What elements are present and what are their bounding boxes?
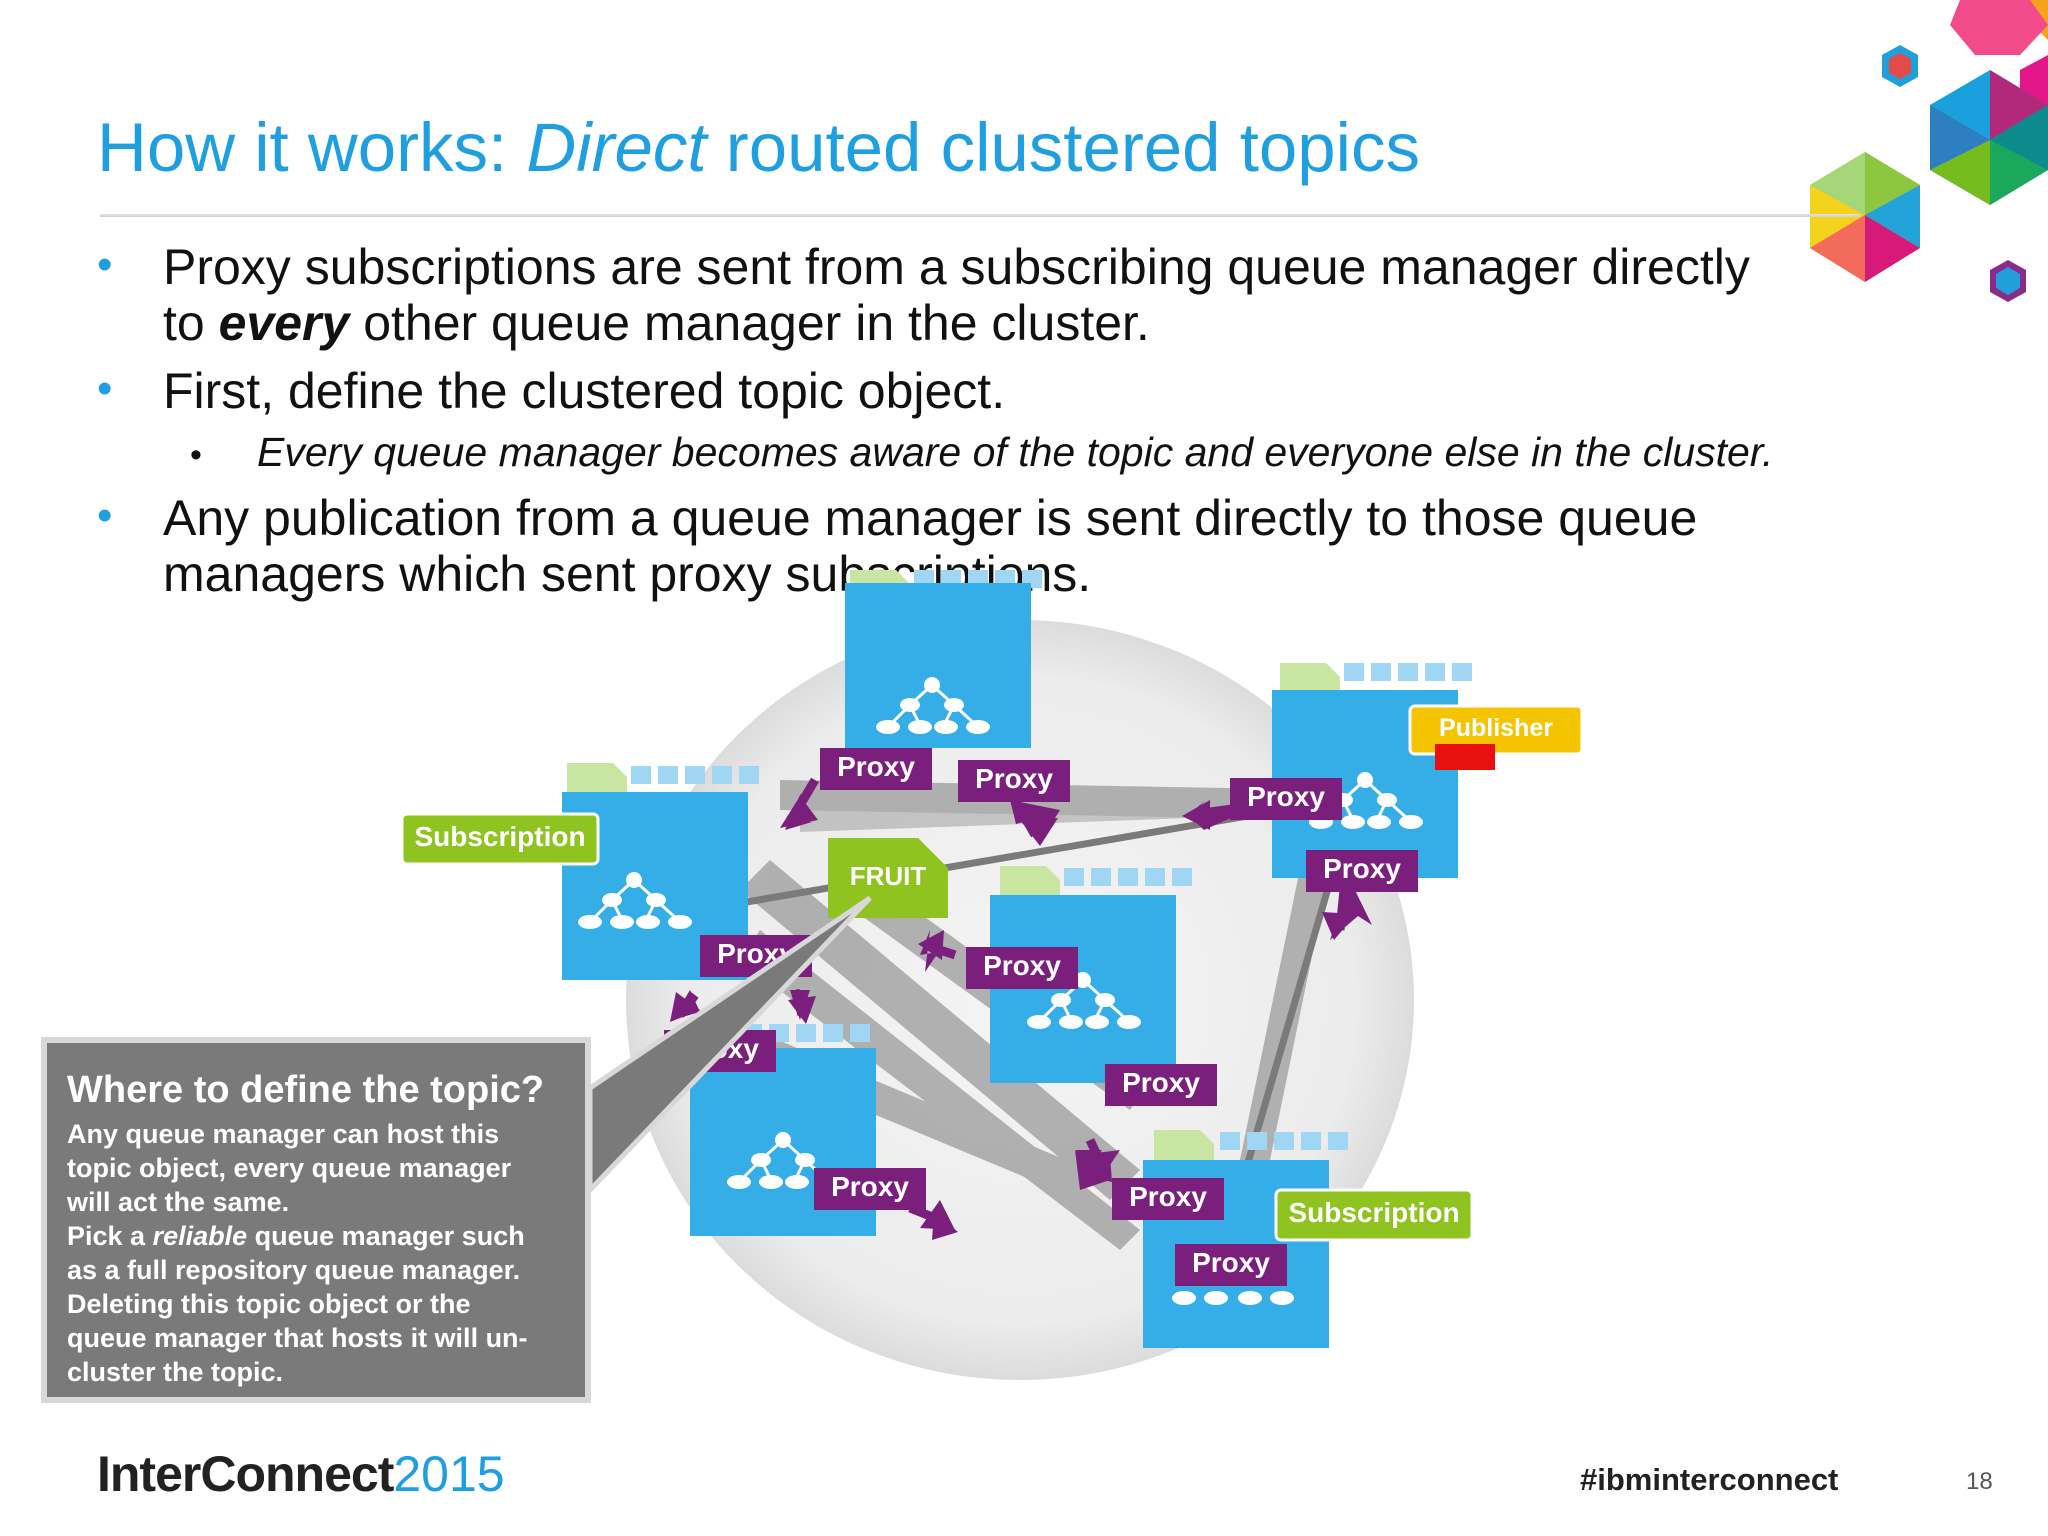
topic-label: FRUIT <box>850 861 927 891</box>
subscription-label: Subscription <box>414 821 585 852</box>
publication-message <box>1435 744 1495 770</box>
proxy-badge <box>1112 1178 1224 1220</box>
callout-line: Any queue manager can host this <box>67 1119 500 1149</box>
proxy-label: Proxy <box>1323 853 1401 884</box>
subscription-badge <box>1274 1188 1474 1242</box>
page-number: 18 <box>1966 1468 1993 1495</box>
callout-line: queue manager that hosts it will un- <box>67 1323 528 1353</box>
subscription-badge <box>400 812 600 866</box>
proxy-label: Proxy <box>975 763 1053 794</box>
proxy-badge <box>1306 850 1418 892</box>
proxy-label: Proxy <box>831 1171 909 1202</box>
bullet-3-line-1: Any publication from a queue manager is … <box>163 490 1698 546</box>
bullet-marker: • <box>190 436 202 474</box>
proxy-badge <box>1105 1064 1217 1106</box>
hashtag: #ibminterconnect <box>1580 1462 1839 1497</box>
bullet-marker: • <box>97 364 113 413</box>
bullet-1-line-2: to every other queue manager in the clus… <box>163 295 1150 351</box>
proxy-badge <box>814 1168 926 1210</box>
proxy-badge <box>958 760 1070 802</box>
proxy-label: Proxy <box>983 950 1061 981</box>
callout-line: topic object, every queue manager <box>67 1153 512 1183</box>
queue-manager-top <box>845 570 1042 748</box>
callout-line: Pick a reliable queue manager such <box>67 1221 525 1251</box>
proxy-label: Proxy <box>1192 1247 1270 1278</box>
proxy-badge <box>820 748 932 790</box>
proxy-label: Proxy <box>1122 1067 1200 1098</box>
bullet-1-line-1: Proxy subscriptions are sent from a subs… <box>163 239 1750 295</box>
callout-line: will act the same. <box>67 1187 290 1217</box>
callout-body: Any queue manager can host this topic ob… <box>67 1117 587 1389</box>
publisher-badge <box>1408 704 1584 756</box>
callout-title: Where to define the topic? <box>67 1069 545 1111</box>
bullet-marker: • <box>97 491 113 540</box>
proxy-badge <box>966 947 1078 989</box>
subscription-label: Subscription <box>1288 1197 1459 1228</box>
proxy-label: Proxy <box>1129 1181 1207 1212</box>
title-divider <box>100 214 1860 217</box>
sub-bullet-text: Every queue manager becomes aware of the… <box>257 429 1774 475</box>
topic-object: FRUIT <box>828 838 948 918</box>
callout-line: as a full repository queue manager. <box>67 1255 521 1285</box>
publisher-label: Publisher <box>1439 714 1553 742</box>
callout-line: cluster the topic. <box>67 1357 284 1387</box>
hexagon-decoration <box>1810 0 2048 302</box>
callout-box: Where to define the topic? Any queue man… <box>41 1037 591 1403</box>
proxy-label: Proxy <box>837 751 915 782</box>
proxy-label: Proxy <box>1247 781 1325 812</box>
queue-manager-publisher <box>1272 663 1472 878</box>
slide-title: How it works: Direct routed clustered to… <box>97 109 1420 186</box>
event-logo: InterConnect2015 <box>97 1446 505 1502</box>
proxy-badge <box>1230 778 1342 820</box>
bullet-marker: • <box>97 240 113 289</box>
callout-line: Deleting this topic object or the <box>67 1289 471 1319</box>
proxy-badge <box>1175 1244 1287 1286</box>
bullet-2-line-1: First, define the clustered topic object… <box>163 363 1006 419</box>
